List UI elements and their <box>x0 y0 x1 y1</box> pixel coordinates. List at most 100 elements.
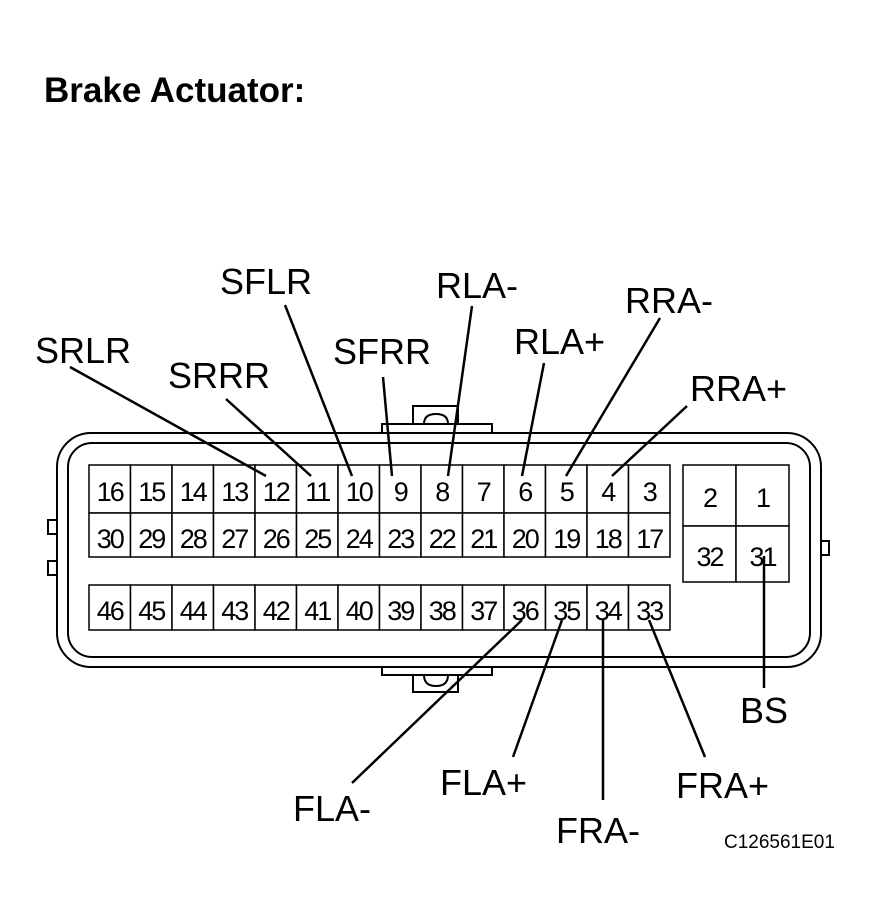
pin-number: 40 <box>346 596 373 626</box>
pin-number: 46 <box>97 596 124 626</box>
pin-number: 6 <box>518 477 532 507</box>
pin-2: 2 <box>682 464 737 527</box>
pin-number: 37 <box>470 596 497 626</box>
pin-number: 8 <box>435 477 449 507</box>
pin-23: 23 <box>378 512 422 558</box>
label-srlr: SRLR <box>35 330 131 371</box>
pin-7: 7 <box>461 464 505 514</box>
pin-number: 10 <box>346 477 373 507</box>
pin-number: 43 <box>221 596 248 626</box>
label-rla-minus: RLA- <box>436 265 518 306</box>
pin-27: 27 <box>212 512 256 558</box>
pin-number: 29 <box>138 524 165 554</box>
signal-labels: SRLRSRRRSFLRSFRRRLA-RLA+RRA-RRA+FLA-FLA+… <box>35 261 788 851</box>
label-rra-plus: RRA+ <box>690 368 787 409</box>
pin-13: 13 <box>212 464 256 514</box>
pin-10: 10 <box>337 464 381 514</box>
pin-number: 11 <box>305 477 330 507</box>
pin-number: 26 <box>263 524 290 554</box>
pin-number: 16 <box>97 477 124 507</box>
leader-srrr <box>225 398 312 477</box>
leader-srlr <box>69 365 267 478</box>
pin-22: 22 <box>420 512 464 558</box>
label-fra-plus: FRA+ <box>676 765 769 806</box>
pin-number: 14 <box>180 477 208 507</box>
pin-15: 15 <box>129 464 173 514</box>
pin-number: 42 <box>263 596 290 626</box>
label-fla-plus: FLA+ <box>440 762 527 803</box>
pin-number: 41 <box>304 596 331 626</box>
pin-number: 9 <box>394 477 408 507</box>
pin-number: 23 <box>387 524 414 554</box>
pin-number: 25 <box>304 524 331 554</box>
pin-number: 7 <box>477 477 491 507</box>
pin-30: 30 <box>88 512 132 558</box>
leader-rra-minus <box>564 317 662 477</box>
pin-number: 20 <box>512 524 539 554</box>
pin-number: 15 <box>138 477 165 507</box>
pin-42: 42 <box>254 584 298 631</box>
pin-44: 44 <box>171 584 215 631</box>
pin-17: 17 <box>627 512 671 558</box>
pin-28: 28 <box>171 512 215 558</box>
diagram-title: Brake Actuator: <box>44 71 305 110</box>
pin-5: 5 <box>544 464 588 514</box>
pin-number: 27 <box>221 524 248 554</box>
pin-14: 14 <box>171 464 215 514</box>
pin-number: 22 <box>429 524 456 554</box>
pin-number: 35 <box>553 596 580 626</box>
pin-18: 18 <box>586 512 630 558</box>
leader-fra-plus <box>647 619 707 758</box>
pin-19: 19 <box>544 512 588 558</box>
pin-37: 37 <box>461 584 505 631</box>
pin-number: 2 <box>703 483 717 513</box>
pin-number: 21 <box>470 524 497 554</box>
label-bs: BS <box>740 690 788 731</box>
pin-number: 36 <box>512 596 539 626</box>
label-fra-minus: FRA- <box>556 810 640 851</box>
pin-number: 39 <box>387 596 414 626</box>
leader-fla-minus <box>351 619 523 784</box>
pin-number: 17 <box>636 524 663 554</box>
leader-sfrr <box>381 376 394 477</box>
pin-24: 24 <box>337 512 381 558</box>
pin-29: 29 <box>129 512 173 558</box>
pin-9: 9 <box>378 464 422 514</box>
figure-code: C126561E01 <box>724 832 835 853</box>
label-sflr: SFLR <box>220 261 312 302</box>
pin-number: 5 <box>560 477 574 507</box>
leader-fla-plus <box>511 619 564 758</box>
leader-lines <box>69 304 766 800</box>
pin-number: 4 <box>601 477 616 507</box>
pin-26: 26 <box>254 512 298 558</box>
pin-number: 34 <box>595 596 623 626</box>
pin-45: 45 <box>129 584 173 631</box>
pin-number: 28 <box>180 524 207 554</box>
pin-number: 38 <box>429 596 456 626</box>
pin-number: 13 <box>221 477 248 507</box>
pin-11: 11 <box>295 464 339 514</box>
pin-25: 25 <box>295 512 339 558</box>
leader-rla-minus <box>446 305 474 477</box>
pin-number: 44 <box>180 596 208 626</box>
pin-43: 43 <box>212 584 256 631</box>
pin-36: 36 <box>503 584 547 631</box>
pin-46: 46 <box>88 584 132 631</box>
label-sfrr: SFRR <box>333 331 431 372</box>
pin-number: 45 <box>138 596 165 626</box>
pin-number: 1 <box>756 483 770 513</box>
pin-8: 8 <box>420 464 464 514</box>
pin-16: 16 <box>88 464 132 514</box>
pin-20: 20 <box>503 512 547 558</box>
leader-sflr <box>283 304 354 477</box>
pin-32: 32 <box>682 525 737 583</box>
pin-number: 32 <box>696 542 723 572</box>
pin-41: 41 <box>295 584 339 631</box>
pin-3: 3 <box>627 464 671 514</box>
pin-38: 38 <box>420 584 464 631</box>
pin-number: 12 <box>263 477 290 507</box>
pin-40: 40 <box>337 584 381 631</box>
pin-1: 1 <box>735 464 790 527</box>
